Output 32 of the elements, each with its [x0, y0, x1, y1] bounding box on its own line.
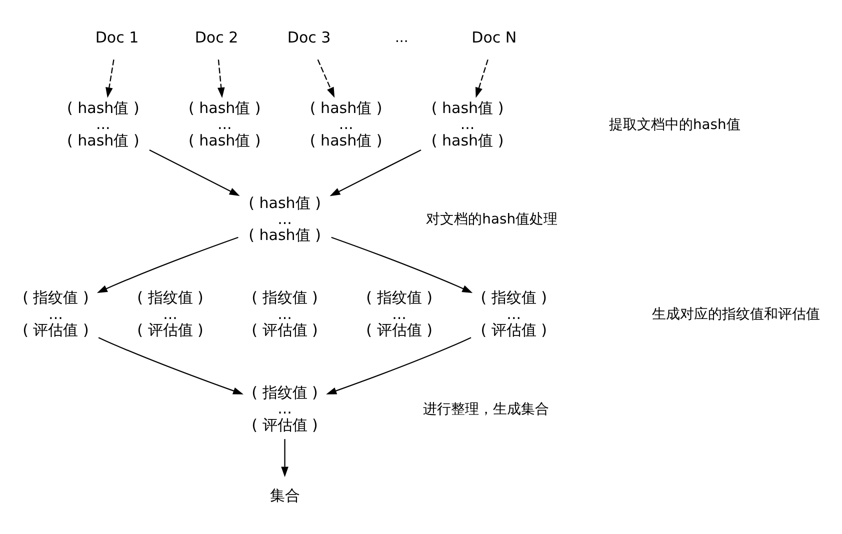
- node-text: 集合: [270, 486, 300, 504]
- arrow: [218, 59, 225, 98]
- node-text: ( 指纹值 ) ... ( 评估值 ): [480, 288, 547, 339]
- node-text: ( hash值 ) ... ( hash值 ): [248, 193, 321, 244]
- arrow: [281, 438, 288, 477]
- node-text: ( hash值 ) ... ( hash值 ): [431, 98, 504, 149]
- arrow: [149, 148, 240, 196]
- arrow: [331, 236, 473, 292]
- label: 提取文档中的hash值: [608, 116, 740, 132]
- arrow: [317, 58, 335, 98]
- node-text: ( 指纹值 ) ... ( 评估值 ): [22, 288, 89, 339]
- label: 对文档的hash值处理: [426, 211, 558, 228]
- node-text: Doc 2: [194, 28, 238, 46]
- node-text: Doc N: [472, 28, 517, 46]
- node-text: ( 指纹值 ) ... ( 评估值 ): [366, 288, 432, 339]
- label: 生成对应的指纹值和评估值: [652, 306, 820, 322]
- node-text: ( 指纹值 ) ... ( 评估值 ): [252, 288, 318, 339]
- node-text: ( hash值 ) ... ( hash值 ): [310, 98, 382, 149]
- arrow: [96, 236, 238, 292]
- node-text: ( 指纹值 ) ... ( 评估值 ): [252, 383, 318, 434]
- arrow: [106, 59, 114, 98]
- node-text: Doc 3: [287, 28, 331, 46]
- label: ...: [395, 30, 408, 46]
- node-text: Doc 1: [95, 28, 139, 46]
- arrow: [330, 148, 422, 196]
- node-text: ( hash值 ) ... ( hash值 ): [67, 98, 140, 149]
- node-text: ( hash值 ) ... ( hash值 ): [188, 98, 261, 149]
- node-text: ( 指纹值 ) ... ( 评估值 ): [137, 288, 204, 339]
- arrow: [326, 336, 472, 394]
- arrow: [98, 336, 244, 394]
- arrow: [475, 58, 488, 98]
- label: 进行整理，生成集合: [423, 400, 550, 417]
